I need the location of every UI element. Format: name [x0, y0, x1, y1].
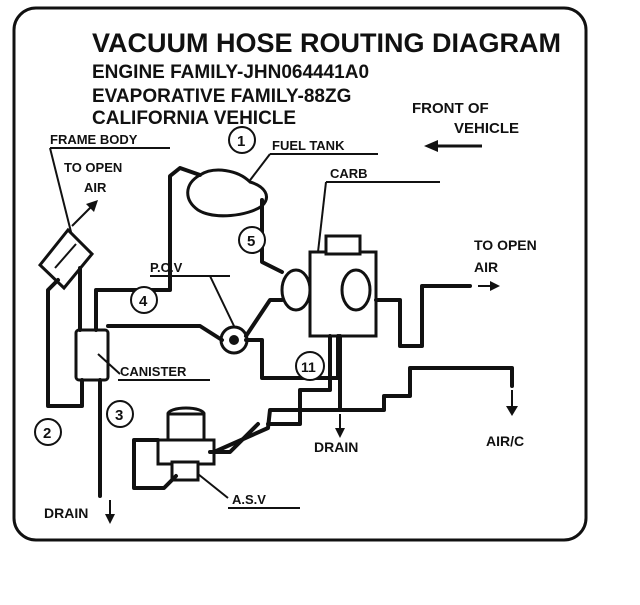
down-arrow-air-c-icon — [506, 390, 518, 416]
up-right-arrow-icon — [71, 200, 98, 227]
to-open-air-right-1: TO OPEN — [474, 237, 537, 253]
drain-label-center: DRAIN — [314, 439, 358, 455]
frame-body-leader — [49, 147, 73, 237]
frame-body-label: FRAME BODY — [50, 132, 138, 147]
california-vehicle: CALIFORNIA VEHICLE — [92, 108, 296, 129]
carburetor-icon — [280, 234, 378, 338]
front-arrow-icon — [424, 140, 482, 152]
drain-arrow-center-icon — [335, 414, 345, 438]
to-open-air-left-1: TO OPEN — [64, 160, 122, 175]
svg-text:3: 3 — [115, 407, 123, 424]
front-of-label: FRONT OF — [412, 100, 489, 117]
pcv-valve-icon — [219, 325, 249, 355]
to-open-air-right-2: AIR — [474, 259, 498, 275]
callout-5: 5 — [238, 226, 266, 254]
svg-text:4: 4 — [139, 293, 148, 310]
carb-label: CARB — [330, 166, 368, 181]
callout-11: 11 — [295, 351, 325, 381]
drain-label-left: DRAIN — [44, 505, 88, 521]
engine-family: ENGINE FAMILY-JHN064441A0 — [92, 62, 369, 83]
pcv-leader-2 — [209, 275, 235, 327]
asv-label: A.S.V — [232, 492, 266, 507]
pcv-label: P.C.V — [150, 260, 183, 275]
air-c-label: AIR/C — [486, 433, 524, 449]
callout-1: 1 — [228, 126, 256, 154]
drain-arrow-left-icon — [105, 500, 115, 524]
canister-label: CANISTER — [120, 364, 187, 379]
svg-text:2: 2 — [43, 425, 51, 442]
svg-text:1: 1 — [237, 133, 245, 150]
canister-leader — [97, 353, 121, 375]
asv-valve-icon — [156, 406, 216, 482]
carb-leader — [317, 181, 327, 253]
callout-2: 2 — [34, 418, 62, 446]
to-open-air-left-2: AIR — [84, 180, 107, 195]
fuel-tank-label: FUEL TANK — [272, 138, 345, 153]
asv-leader — [197, 473, 229, 499]
right-arrow-icon — [478, 281, 500, 291]
hose-network — [46, 166, 514, 498]
svg-text:5: 5 — [247, 233, 255, 250]
evaporative-family: EVAPORATIVE FAMILY-88ZG — [92, 86, 351, 107]
vehicle-label: VEHICLE — [454, 120, 519, 137]
callout-3: 3 — [106, 400, 134, 428]
canister-shape — [74, 328, 110, 382]
svg-text:11: 11 — [301, 359, 316, 375]
callout-4: 4 — [130, 286, 158, 314]
diagram-title: VACUUM HOSE ROUTING DIAGRAM — [92, 28, 561, 58]
